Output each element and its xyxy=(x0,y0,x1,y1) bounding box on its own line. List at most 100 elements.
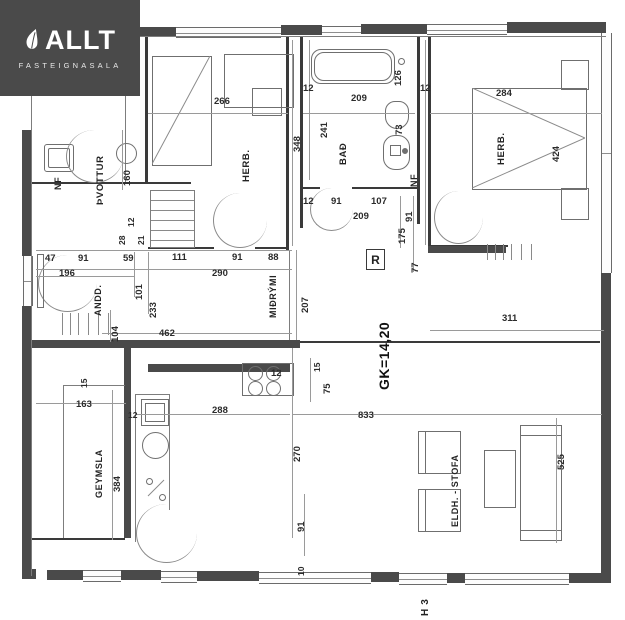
cooktop-burner-4 xyxy=(266,381,281,396)
toilet xyxy=(385,101,409,129)
dim-59: 59 xyxy=(123,253,134,264)
dim-288: 288 xyxy=(212,405,228,416)
dim-line-163 xyxy=(36,403,126,404)
door-arc-bedroom1 xyxy=(213,193,267,248)
interior-wall-bath-bottom xyxy=(300,187,320,189)
stove-knob-a xyxy=(146,478,153,485)
interior-wall-mid-horizontal xyxy=(32,340,300,348)
wardrobe-bedroom2-top xyxy=(561,60,589,90)
dim-88: 88 xyxy=(268,252,279,263)
door-arc-entrance xyxy=(38,255,97,312)
door-arc-laundry xyxy=(66,130,123,183)
bathtub-inner xyxy=(314,52,392,81)
window-bottom-1 xyxy=(83,570,121,582)
dim-209-top: 209 xyxy=(351,93,367,104)
laundry-edge-right xyxy=(125,36,126,182)
dim-75: 75 xyxy=(322,383,333,394)
exterior-wall-bottom-d xyxy=(197,571,259,581)
dim-266: 266 xyxy=(214,96,230,107)
window-right-top xyxy=(601,33,612,273)
dim-line-row-250 xyxy=(36,250,292,251)
bed-diagonal-bedroom1 xyxy=(152,56,210,164)
dim-line-160 xyxy=(122,130,123,190)
closet-shelves-bedroom1 xyxy=(150,190,195,248)
interior-wall-laundry-bottom xyxy=(31,182,129,184)
fixture-label-nf-bath: NF xyxy=(409,173,419,187)
door-arc-bedroom2 xyxy=(434,191,483,244)
exterior-wall-bottom-e xyxy=(371,572,399,582)
dim-107: 107 xyxy=(371,196,387,207)
dim-line-196 xyxy=(36,276,134,277)
bathtub xyxy=(311,49,395,84)
interior-wall-bath-bottom-right xyxy=(352,187,420,189)
sink-bath xyxy=(383,135,410,170)
bed-bedroom1 xyxy=(152,56,212,166)
entrance-door-leaf xyxy=(37,254,44,308)
exterior-wall-bottom-a xyxy=(22,569,36,579)
fixture-label-nf-laundry: NF xyxy=(53,176,63,190)
brand-logo: ALLT FASTEIGNASALA xyxy=(0,0,140,96)
room-label-thvottur: ÞVOTTUR xyxy=(95,155,106,205)
door-arc-kitchen xyxy=(136,504,197,563)
exterior-wall-top-b xyxy=(281,25,322,35)
dim-284: 284 xyxy=(496,88,512,99)
kitchen-counter-edge-2 xyxy=(169,394,170,510)
dim-line-384 xyxy=(112,390,113,540)
nightstand-bedroom1 xyxy=(252,88,282,116)
interior-wall-storage-right xyxy=(124,348,131,538)
storage-inner-top xyxy=(63,385,125,386)
dim-line-207 xyxy=(296,250,297,340)
dim-21: 21 xyxy=(136,235,146,245)
dim-207: 207 xyxy=(300,297,311,313)
dim-290: 290 xyxy=(212,268,228,279)
dim-line-77 xyxy=(413,196,414,272)
dim-424: 424 xyxy=(551,146,562,162)
kitchen-sink-basin xyxy=(145,403,165,422)
dim-91-bath: 91 xyxy=(331,196,342,207)
wardrobe-bedroom2-bottom xyxy=(561,188,589,220)
window-bottom-4 xyxy=(399,573,447,585)
dim-209-bottom: 209 xyxy=(353,211,369,222)
bed-diagonal-bedroom2 xyxy=(472,88,585,188)
room-label-herb-2: HERB. xyxy=(496,132,507,165)
closet-hatch-bedroom2 xyxy=(487,244,539,260)
interior-wall-laundry-right xyxy=(145,36,148,183)
dim-311: 311 xyxy=(502,313,518,324)
storage-inner-left xyxy=(63,385,64,538)
dim-104: 104 xyxy=(110,326,121,342)
dim-line-209-top xyxy=(303,113,415,114)
page-title: GK=14,20 xyxy=(376,321,392,390)
sink-bath-drain xyxy=(402,148,408,154)
door-arc-bath xyxy=(310,188,353,231)
cooktop-burner-3 xyxy=(248,381,263,396)
dim-77: 77 xyxy=(410,262,421,273)
interior-wall-bath-left xyxy=(300,36,303,228)
armchair-1-seat xyxy=(425,431,461,474)
bathtub-drain xyxy=(398,58,405,65)
dim-525: 525 xyxy=(556,454,567,470)
interior-wall-bath-right xyxy=(417,36,420,224)
dim-line-288 xyxy=(135,414,290,415)
dim-line-270 xyxy=(292,348,293,538)
dim-line-833 xyxy=(292,414,602,415)
dim-line-424 xyxy=(425,40,426,245)
radiator-marker-label: R xyxy=(371,252,380,267)
cooktop-burner-2 xyxy=(266,366,281,381)
dim-line-233 xyxy=(148,252,149,314)
dim-line-91-bottom xyxy=(304,494,305,556)
dim-line-462 xyxy=(102,333,292,334)
room-label-andd: ANDD. xyxy=(93,284,103,317)
dim-47: 47 xyxy=(45,253,56,264)
dim-384: 384 xyxy=(112,476,123,492)
kitchen-counter-edge xyxy=(135,394,136,542)
wardrobe-bedroom1 xyxy=(224,54,294,108)
window-left-entrance xyxy=(23,256,33,306)
cooktop xyxy=(242,363,294,396)
dim-12-laundry: 12 xyxy=(126,217,136,227)
dishwasher xyxy=(142,432,169,459)
dim-line-104 xyxy=(110,310,111,342)
dim-12-storage: 12 xyxy=(128,410,138,420)
sink-bath-basin xyxy=(390,145,401,156)
interior-wall-mid-right xyxy=(300,341,600,343)
